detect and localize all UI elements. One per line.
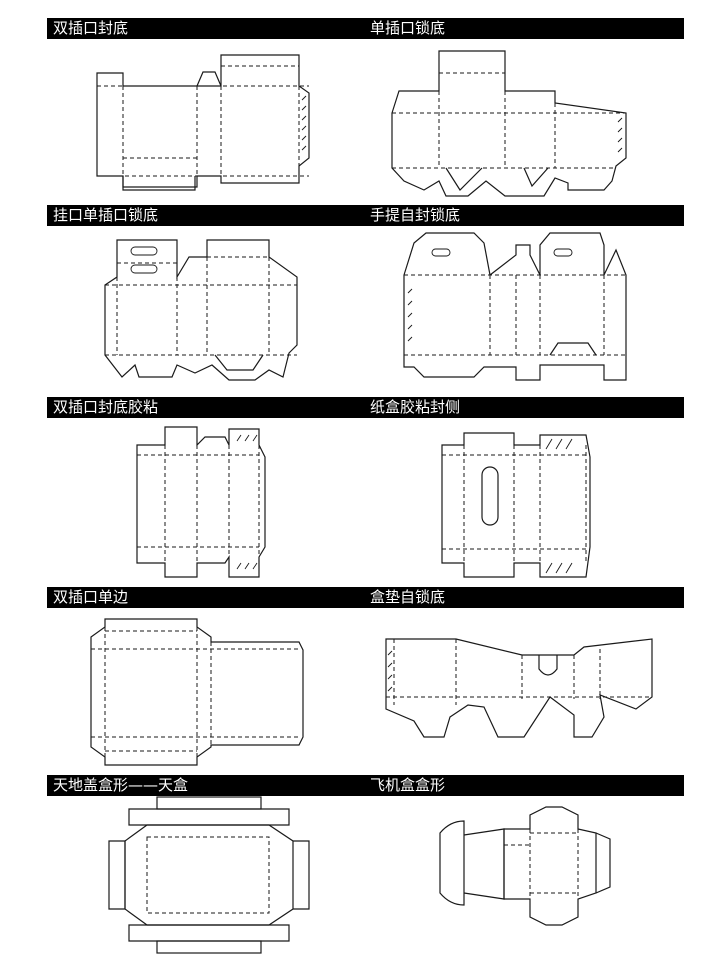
panel-label: 天地盖盒形——天盒	[47, 775, 367, 796]
panel-label: 双插口封底胶粘	[47, 397, 367, 418]
panel-double-tuck-single-side: 双插口单边	[47, 587, 367, 773]
dieline-handle-self-sealing-lock-bottom	[403, 232, 627, 381]
dieline-double-tuck-single-side	[90, 618, 304, 766]
dieline-hang-tab-single-tuck-lock-bottom	[104, 239, 298, 381]
dieline-carton-glued-side	[441, 432, 591, 578]
panel-handle-self-sealing-lock-bottom: 手提自封锁底	[364, 205, 684, 391]
panel-label: 盒垫自锁底	[364, 587, 684, 608]
dieline-lid-base-box-lid	[108, 796, 310, 954]
dieline-double-tuck-sealed-bottom	[96, 54, 310, 191]
panel-mailer-box: 飞机盒盒形	[364, 775, 684, 961]
panel-label: 手提自封锁底	[364, 205, 684, 226]
panel-label: 挂口单插口锁底	[47, 205, 367, 226]
panel-label: 飞机盒盒形	[364, 775, 684, 796]
panel-double-tuck-sealed-bottom: 双插口封底	[47, 18, 367, 204]
panel-label: 单插口锁底	[364, 18, 684, 39]
panel-label: 双插口单边	[47, 587, 367, 608]
panel-double-tuck-glued-bottom: 双插口封底胶粘	[47, 397, 367, 583]
panel-label: 双插口封底	[47, 18, 367, 39]
panel-single-tuck-lock-bottom: 单插口锁底	[364, 18, 684, 204]
dieline-box-insert-self-lock-bottom	[385, 638, 653, 738]
panel-label: 纸盒胶粘封侧	[364, 397, 684, 418]
panel-lid-base-box-lid: 天地盖盒形——天盒	[47, 775, 367, 961]
dieline-double-tuck-glued-bottom	[136, 426, 266, 578]
panel-carton-glued-side: 纸盒胶粘封侧	[364, 397, 684, 583]
panel-hang-tab-single-tuck-lock-bottom: 挂口单插口锁底	[47, 205, 367, 391]
panel-box-insert-self-lock-bottom: 盒垫自锁底	[364, 587, 684, 773]
dieline-single-tuck-lock-bottom	[391, 50, 627, 197]
dieline-mailer-box	[439, 806, 611, 926]
